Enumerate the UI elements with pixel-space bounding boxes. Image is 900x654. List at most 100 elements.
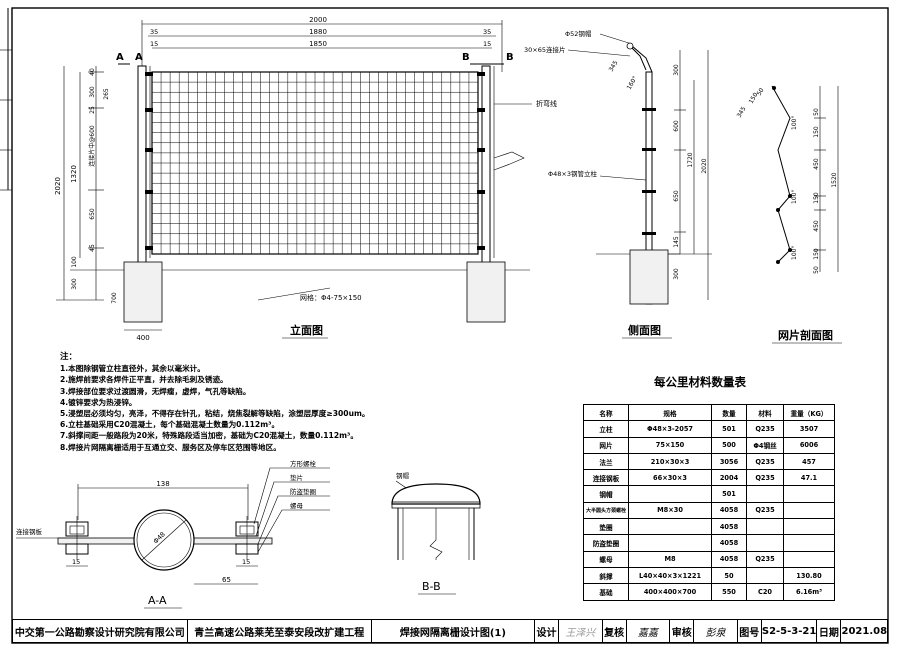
table-cell: 47.1 (783, 469, 836, 487)
mesh-profile (771, 85, 791, 263)
table-cell: Q235 (746, 501, 785, 520)
side-dim-650: 650 (673, 190, 680, 202)
dim-700: 700 (111, 292, 118, 304)
table-cell: 钢帽 (582, 485, 630, 503)
table-cell: 6006 (783, 436, 836, 454)
review-label: 复核 (603, 620, 627, 642)
side-dim-300b: 300 (673, 268, 680, 280)
table-cell: 基础 (582, 583, 630, 601)
table-cell: 网片 (582, 436, 630, 454)
table-header-row: 名称 规格 数量 材料 重量（KG） (582, 403, 836, 422)
conn-plate-label: 30×65连接片 (524, 45, 566, 54)
net-angle-100b: 100° (791, 190, 798, 204)
aa-dim-65: 65 (222, 576, 231, 584)
section-b-right: B (506, 52, 514, 63)
col-qty: 数量 (711, 403, 748, 422)
table-cell: 3507 (783, 420, 836, 438)
net-dim-50a: 50 (813, 108, 820, 116)
foundation-right (466, 261, 506, 323)
table-cell: C20 (746, 583, 785, 601)
washer-label: 垫片 (290, 473, 303, 482)
table-cell (783, 534, 836, 552)
table-cell: 400×400×700 (628, 583, 713, 601)
table-cell: Q235 (746, 420, 785, 438)
bb-cap (391, 483, 481, 505)
fold-line-label: 折弯线 (536, 99, 557, 108)
side-dim-2020: 2020 (701, 158, 708, 173)
table-cell: 4058 (711, 501, 748, 520)
table-cell: 4058 (711, 534, 748, 552)
drawing-no-label: 图号 (738, 620, 762, 642)
section-title: 网片剖面图 (778, 328, 833, 342)
table-cell: 210×30×3 (628, 452, 713, 471)
table-cell: 4058 (711, 518, 748, 536)
foundation-left (123, 261, 163, 323)
title-block: 中交第一公路勘察设计研究院有限公司 青兰高速公路莱芜至泰安段改扩建工程 焊接网隔… (12, 619, 888, 643)
clips (145, 72, 485, 250)
table-cell: Φ4钢丝 (746, 436, 785, 454)
col-weight: 重量（KG） (783, 403, 836, 422)
table-cell (628, 518, 713, 536)
note-item: 7.斜撑间距一般路段为20米，特殊路段适当加密，基础为C20混凝土，数量0.11… (60, 431, 358, 441)
project-name: 青兰高速公路莱芜至泰安段改扩建工程 (188, 620, 372, 642)
mesh-section-view: 345 150 50 100° 100° 100° 50 150 450 150… (736, 85, 842, 344)
approve-signature: 彭泉 (694, 620, 738, 642)
side-dim-1720: 1720 (687, 152, 694, 167)
dim-2020: 2020 (54, 177, 62, 195)
dim-1850: 1850 (309, 40, 327, 48)
net-dim-150a: 150 (813, 126, 820, 138)
note-item: 2.施焊前要求各焊件正平直，并去除毛刺及锈迹。 (60, 375, 228, 385)
aa-dim-15-right: 15 (242, 558, 250, 566)
table-cell: 500 (711, 436, 748, 454)
note-item: 3.焊接部位要求过渡圆滑，无焊瘤，虚焊，气孔等缺陷。 (60, 386, 251, 396)
net-dim-150d: 150 (748, 91, 760, 105)
table-cell: 130.80 (783, 566, 836, 585)
table-cell (783, 550, 836, 568)
note-item: 1.本图除钢管立柱直径外，其余以毫米计。 (60, 364, 205, 374)
materials-title: 每公里材料数量表 (654, 375, 746, 389)
design-signature: 王泽兴 (559, 620, 603, 642)
table-cell: 大半圆头方颈螺栓 (582, 501, 630, 520)
section-b-left: B (462, 52, 470, 63)
table-cell: 550 (711, 583, 748, 601)
net-dim-50c: 50 (756, 87, 766, 97)
detail-aa: 138 连接钢板 Φ48 方形螺栓 垫片 防盗垫圈 螺母 (16, 459, 330, 609)
col-name: 名称 (582, 403, 630, 422)
section-a-right: A (135, 52, 143, 63)
table-cell: 50 (711, 566, 748, 585)
dim-1320: 1320 (70, 165, 78, 183)
elevation-title: 立面图 (290, 323, 323, 337)
table-cell (628, 534, 713, 552)
elevation-view: 2000 1880 35 35 1850 15 15 A A B B (54, 16, 557, 342)
net-dim-450b: 450 (813, 220, 820, 232)
aa-title: A-A (148, 594, 167, 607)
side-title: 侧面图 (628, 323, 661, 337)
dim-35-right: 35 (483, 28, 491, 36)
note-item: 4.镀锌要求为热浸锌。 (60, 397, 137, 407)
table-cell: 4058 (711, 550, 748, 568)
drawing-name: 焊接网隔离栅设计图(1) (372, 620, 535, 642)
dim-345-side: 345 (608, 59, 620, 73)
table-cell: 螺母 (582, 550, 630, 568)
table-cell: 2004 (711, 469, 748, 487)
table-cell: 立柱 (582, 420, 630, 438)
table-cell: Φ48×3-2057 (628, 420, 713, 438)
table-cell (783, 501, 836, 520)
net-dim-150b: 150 (813, 192, 820, 204)
table-cell: 连接钢板 (582, 469, 630, 487)
table-cell: 66×30×3 (628, 469, 713, 487)
dim-300a: 300 (89, 86, 96, 98)
post-label: Φ48×3钢管立柱 (548, 169, 597, 178)
review-signature: 嘉嘉 (627, 620, 671, 642)
net-angle-100a: 100° (791, 116, 798, 130)
bb-title: B-B (422, 580, 441, 593)
note-item: 5.浸塑层必须均匀，亮泽，不得存在针孔，粘结，烧焦裂解等缺陷，涂塑层厚度≥300… (60, 409, 370, 419)
aa-plate-left (57, 537, 141, 545)
detail-bb: 钢帽 B-B (391, 471, 481, 595)
post-spacing-label: 连接片中@600 (88, 125, 96, 167)
